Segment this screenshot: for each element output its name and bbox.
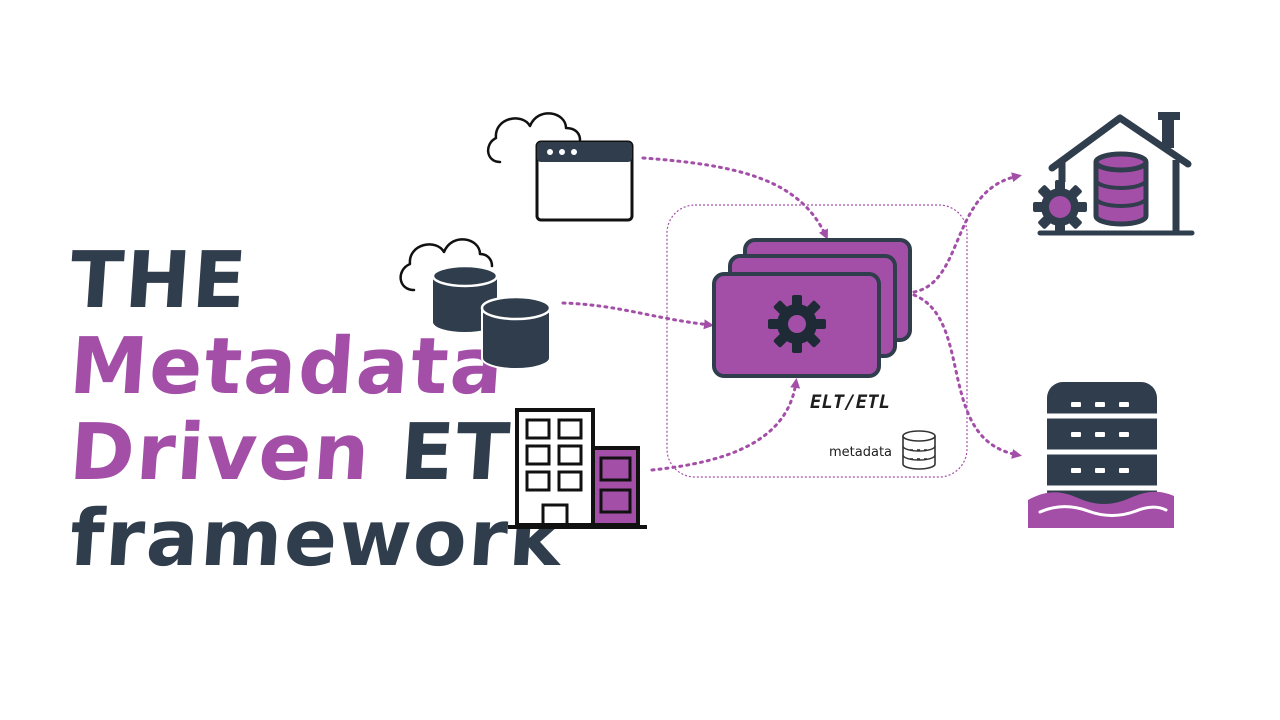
etl-container-border [666,204,968,478]
warehouse-database-icon [1093,151,1149,227]
etl-engine [712,238,912,378]
arrow-cloud-db-to-etl [561,301,714,330]
etl-label: ELT/ETL [810,391,890,413]
arrow-building-to-etl [650,378,801,472]
arrow-etl-to-warehouse [912,172,1022,294]
arrow-etl-to-data-lake [912,293,1022,459]
data-warehouse-house-icon [1033,112,1195,236]
cloud-database-icon [399,238,552,370]
data-lake-icon [1028,382,1174,528]
cloud-icon [487,112,582,164]
water-waves [1028,491,1174,528]
office-building-icon [508,408,647,529]
arrow-cloud-app-to-etl [641,156,829,240]
metadata-database-icon [902,430,936,470]
warehouse-gear-icon [1033,180,1087,234]
cloud-icon-2 [399,238,494,292]
metadata-label: metadata [829,445,892,460]
database-icon-front [480,295,552,370]
gear-icon [768,295,826,353]
cloud-app-icon [487,112,634,222]
